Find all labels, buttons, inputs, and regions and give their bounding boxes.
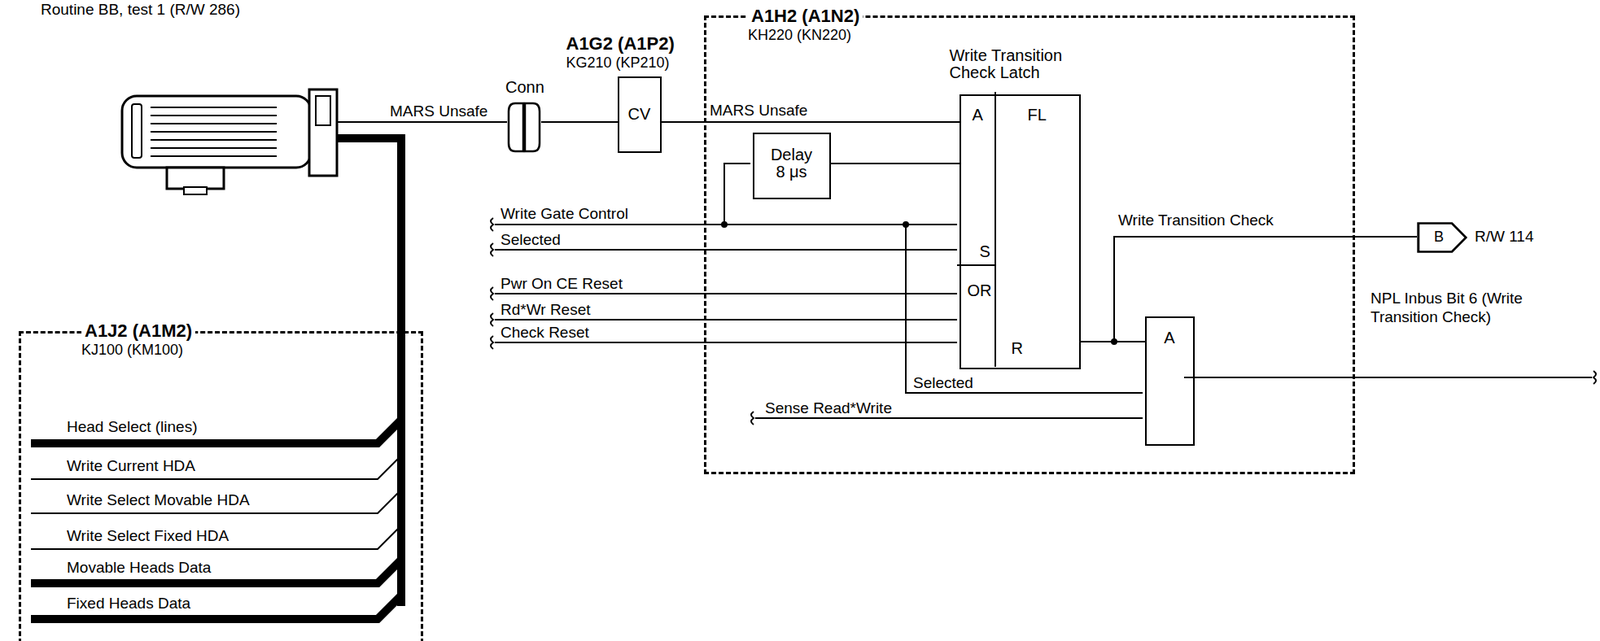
signal-name: NPL Inbus Bit 6 (Write Transition Check) [1370,289,1566,328]
part-name: A1H2 (A1N2) [747,6,863,26]
signal-name: Selected [500,231,561,248]
latch-box: Write Transition Check LatchAFLSORR [959,94,1081,370]
signal-wire [830,162,960,165]
card-region: A1J2 (A1M2)KJ100 (KM100) [18,331,424,641]
box-label: A [1146,329,1193,347]
signal-name: Sense Read*Write [765,400,892,416]
box-label: Delay 8 μs [767,146,817,181]
plug-outline [507,101,542,154]
box-label: KH220 (KN220) [747,27,852,44]
signal-name: Head Select (lines) [66,419,198,435]
part-name: A1G2 (A1P2) [566,34,675,53]
and-gate: A [1145,316,1195,446]
part-name: A1J2 (A1M2) [81,321,196,341]
cv-box: A1G2 (A1P2)KG210 (KP210)CV [617,76,662,154]
box-label: KJ100 (KM100) [81,342,184,359]
box-label: Conn [505,78,545,97]
signal-name: Movable Heads Data [66,559,211,576]
signal-name: Write Current HDA [66,458,196,474]
wire-label: Write Transition Check [1118,212,1274,228]
signal-name: Pwr On CE Reset [500,275,623,292]
box-label: R [1011,340,1023,358]
delay-box: Delay 8 μs [752,132,831,200]
box-label: S [979,243,991,261]
signal-name: Rd*Wr Reset [500,301,591,318]
signal-wire [541,121,618,123]
box-label: OR [967,282,993,300]
wires [30,91,1596,550]
signal-name: Check Reset [500,324,590,341]
page-heading: Routine BB, test 1 (R/W 286) [40,1,241,18]
box-label: CV [619,105,660,123]
signal-name: Write Select Fixed HDA [66,528,229,544]
signal-name: Write Select Movable HDA [66,492,250,508]
signal-name: Fixed Heads Data [66,595,191,612]
signal-name: Selected [913,375,974,391]
hda-illustration [122,89,337,195]
cable-bus [30,138,402,620]
offpage-connector: B [1416,222,1468,254]
box-label: KG210 (KP210) [566,55,670,71]
page-reference: R/W 114 [1474,228,1535,245]
connector-plug: Conn [507,101,542,154]
signal-name: Write Gate Control [500,205,629,222]
box-label: FL [1027,106,1047,124]
wire-label: MARS Unsafe [709,102,808,119]
junction-dots [721,221,1118,346]
part-name: Write Transition Check Latch [949,47,1093,82]
signal-wire [1080,236,1417,342]
box-label: A [972,106,984,124]
box-label: B [1416,229,1461,245]
wire-label: MARS Unsafe [389,103,488,119]
